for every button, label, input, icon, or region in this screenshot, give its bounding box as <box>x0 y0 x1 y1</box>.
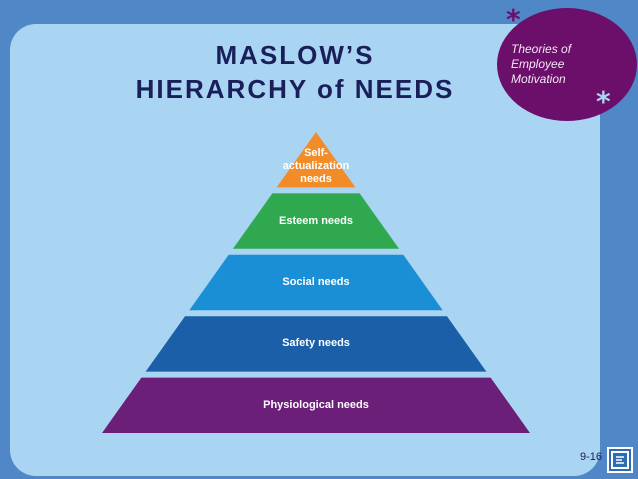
pyramid-label-line: Esteem needs <box>279 214 353 227</box>
topic-badge <box>497 8 637 121</box>
pyramid-label-line: Self- <box>304 146 328 159</box>
pyramid-label-line: Safety needs <box>282 337 350 350</box>
pyramid-level-esteem <box>232 193 400 249</box>
badge-line-1: Theories of <box>511 42 572 56</box>
pyramid-level-social <box>189 254 443 311</box>
pyramid-level-safety <box>145 316 487 372</box>
title-line-1: MASLOW’S <box>215 40 375 70</box>
topic-badge-text: Theories of Employee Motivation <box>511 42 601 87</box>
asterisk-decoration-icon: * <box>596 85 611 118</box>
pyramid-label-physiological: Physiological needs <box>246 399 386 412</box>
pyramid-label-line: actualization <box>282 159 350 172</box>
pyramid-level-self-actualization <box>276 132 356 188</box>
pyramid-label-social: Social needs <box>246 276 386 289</box>
slide-title: MASLOW’S HIERARCHY of NEEDS <box>115 38 475 106</box>
publisher-logo-icon <box>607 447 633 473</box>
pyramid-label-safety: Safety needs <box>246 337 386 350</box>
title-line-2: HIERARCHY of NEEDS <box>135 74 455 104</box>
pyramid-label-esteem: Esteem needs <box>246 215 386 228</box>
asterisk-decoration-icon: * <box>506 3 521 36</box>
badge-line-2: Employee <box>511 57 565 71</box>
pyramid-label-line: Physiological needs <box>263 398 369 411</box>
pyramid-level-physiological <box>102 377 530 433</box>
pyramid-label-line: Social needs <box>282 276 350 288</box>
page-number: 9-16 <box>580 451 603 463</box>
badge-line-3: Motivation <box>511 72 566 86</box>
pyramid-label-line: needs <box>300 172 332 185</box>
